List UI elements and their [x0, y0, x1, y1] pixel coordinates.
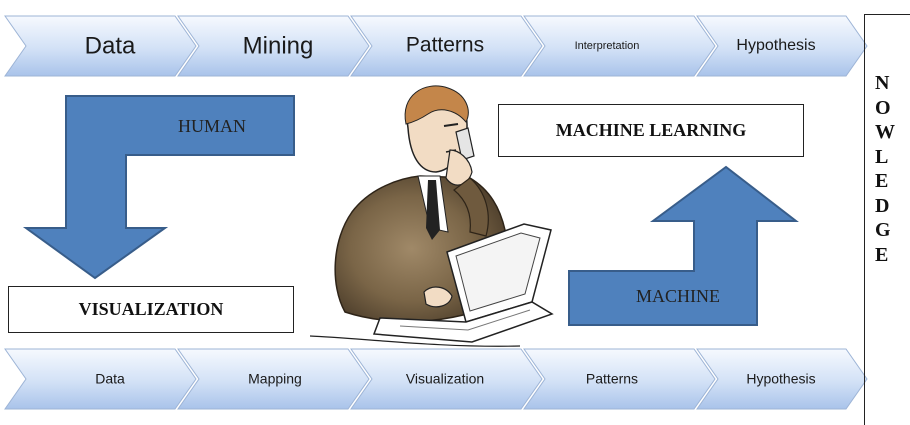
visualization-box: VISUALIZATION — [8, 286, 294, 333]
businessman-illustration — [309, 85, 554, 347]
phone-hand — [445, 149, 473, 186]
bottom-flow-step-2 — [177, 348, 370, 410]
machine-arrow-label: MACHINE — [636, 286, 720, 306]
visualization-label: VISUALIZATION — [78, 299, 224, 319]
bottom-flow-step-3 — [350, 348, 543, 410]
knowledge-letter-l: L — [875, 145, 889, 168]
human-arrow-shape — [22, 95, 295, 280]
arm — [453, 177, 489, 237]
bottom-flow-step-4 — [523, 348, 716, 410]
laptop-screen-inner — [455, 232, 541, 312]
bottom-flow-label-5: Hypothesis — [746, 371, 815, 387]
machine-learning-box: MACHINE LEARNING — [498, 104, 804, 157]
human-arrow: HUMAN — [22, 95, 295, 280]
typing-hand — [423, 286, 453, 308]
desk-edge — [309, 335, 521, 347]
tie — [426, 180, 440, 240]
bottom-flow: Data Mapping Visualization Patterns Hypo… — [4, 348, 868, 410]
knowledge-letters: N O W L E D G E — [875, 71, 895, 267]
bottom-flow-label-2: Mapping — [248, 371, 302, 387]
knowledge-letter-n: N — [875, 72, 890, 94]
knowledge-letter-o: O — [875, 96, 891, 119]
top-flow-label-5: Hypothesis — [736, 37, 815, 54]
machine-learning-label: MACHINE LEARNING — [555, 120, 747, 140]
machine-arrow-shape — [568, 165, 799, 326]
top-flow-label-4: Interpretation — [575, 40, 640, 52]
top-flow-step-5 — [696, 15, 868, 77]
top-flow-step-2 — [177, 15, 370, 77]
knowledge-letter-d: D — [875, 194, 890, 217]
bottom-flow-label-1: Data — [95, 371, 125, 387]
knowledge-letter-w: W — [875, 121, 895, 143]
knowledge-column: N O W L E D G E — [864, 14, 910, 425]
bottom-flow-label-4: Patterns — [586, 371, 638, 387]
top-flow-label-3: Patterns — [406, 34, 484, 57]
machine-arrow: MACHINE — [568, 165, 799, 326]
bottom-flow-label-3: Visualization — [406, 371, 484, 387]
top-flow-label-2: Mining — [243, 32, 314, 59]
laptop-base — [372, 301, 554, 343]
phone — [455, 127, 475, 161]
top-flow-step-4 — [523, 15, 716, 77]
hair — [404, 85, 469, 125]
bottom-flow-step-1 — [4, 348, 197, 410]
top-flow-step-3 — [350, 15, 543, 77]
bottom-flow-step-5 — [696, 348, 868, 410]
top-flow-step-1 — [4, 15, 197, 77]
laptop-keys — [399, 309, 531, 331]
knowledge-letter-e2: E — [875, 243, 889, 266]
eyebrow — [443, 123, 459, 127]
top-flow: Data Mining Patterns Interpretation Hypo… — [4, 15, 868, 77]
knowledge-letter-g: G — [875, 219, 891, 241]
human-arrow-label: HUMAN — [178, 116, 246, 136]
top-flow-label-1: Data — [85, 32, 136, 59]
knowledge-letter-e: E — [875, 170, 889, 192]
